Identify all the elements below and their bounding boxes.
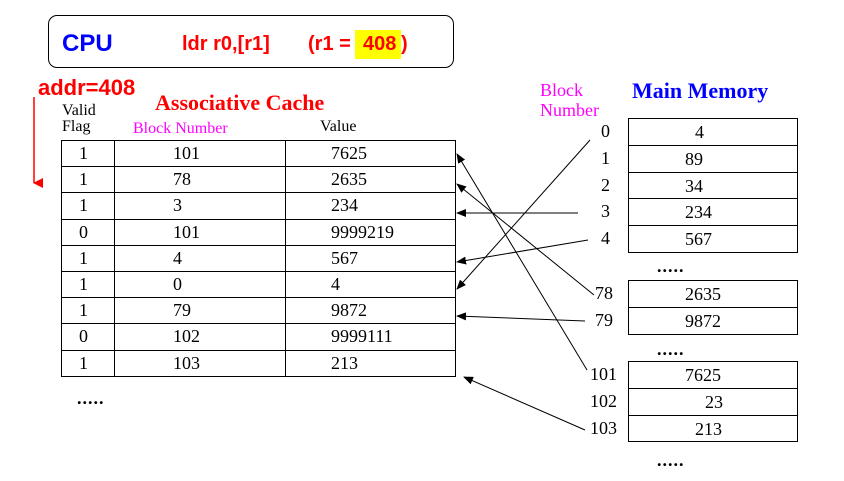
- main-memory-block-number: 79: [595, 309, 613, 330]
- block-number-label: Block Number: [540, 80, 599, 120]
- main-memory-value: 9872: [685, 310, 721, 331]
- main-memory-value: 567: [685, 229, 712, 249]
- main-memory-value: 234: [685, 202, 712, 223]
- main-memory-block-number: 4: [601, 228, 610, 248]
- main-memory-row: 23: [629, 389, 797, 416]
- arrow-block-101: [456, 153, 588, 371]
- valid-flag-line1: Valid: [62, 102, 96, 119]
- cpu-label: CPU: [62, 30, 113, 57]
- main-memory-ellipsis: .....: [657, 450, 685, 470]
- main-memory-block-number: 101: [590, 364, 617, 384]
- main-memory-row: 7625: [629, 362, 797, 389]
- arrow-block-4: [456, 239, 589, 265]
- valid-flag-cell: 1: [61, 244, 115, 272]
- block-number-header: Block Number: [133, 120, 228, 137]
- main-memory-value: 7625: [685, 365, 721, 385]
- arrow-block-79: [456, 312, 586, 322]
- value-cell: 7625: [285, 139, 456, 168]
- main-memory-block-number: 0: [601, 121, 610, 141]
- main-memory-group: 4 89 34 234 567: [628, 118, 798, 253]
- value-header: Value: [320, 118, 357, 135]
- main-memory-row: 89: [629, 146, 797, 173]
- cache-ellipsis: .....: [77, 388, 105, 408]
- block-number-cell: 79: [114, 297, 286, 325]
- valid-flag-cell: 1: [61, 297, 115, 325]
- arrow-block-0: [456, 139, 591, 290]
- block-number-cell: 0: [114, 270, 286, 299]
- register-suffix: ): [401, 33, 408, 55]
- main-memory-row: 4: [629, 119, 797, 146]
- instruction-text: ldr r0,[r1]: [182, 33, 270, 55]
- main-memory-group: 7625 23 213: [628, 361, 798, 443]
- register-prefix: (r1 =: [308, 33, 351, 55]
- main-memory-block-number: 2: [601, 174, 610, 195]
- main-memory-value: 23: [705, 391, 723, 412]
- main-memory-block-number: 1: [601, 147, 610, 168]
- main-memory-value: 89: [685, 148, 703, 169]
- block-number-line2: Number: [540, 100, 599, 120]
- value-cell: 4: [285, 270, 456, 299]
- valid-flag-cell: 1: [61, 270, 115, 299]
- main-memory-value: 34: [685, 175, 703, 196]
- valid-flag-line2: Flag: [62, 118, 91, 135]
- main-memory-ellipsis: .....: [657, 339, 685, 359]
- value-cell: 9999111: [285, 323, 456, 351]
- main-memory-row: 567: [629, 226, 797, 253]
- value-cell: 567: [285, 244, 456, 272]
- main-memory-value: 2635: [685, 284, 721, 304]
- value-cell: 213: [285, 349, 456, 377]
- block-number-cell: 103: [114, 349, 286, 377]
- value-cell: 9999219: [285, 218, 456, 246]
- valid-flag-cell: 1: [61, 166, 115, 194]
- cache-title: Associative Cache: [155, 90, 325, 115]
- value-cell: 234: [285, 192, 456, 220]
- main-memory-value: 213: [695, 418, 722, 439]
- main-memory-row: 9872: [629, 308, 797, 335]
- main-memory-ellipsis: .....: [657, 256, 685, 276]
- main-memory-block-number: 3: [601, 201, 610, 222]
- register-value-highlight: 408: [355, 30, 401, 59]
- main-memory-value: 4: [695, 122, 704, 142]
- main-memory-row: 234: [629, 199, 797, 226]
- main-memory-row: 34: [629, 173, 797, 200]
- main-memory-block-number: 103: [590, 417, 617, 438]
- main-memory-row: 2635: [629, 281, 797, 308]
- main-memory-block-number: 102: [590, 390, 617, 411]
- arrow-block-78: [456, 183, 595, 296]
- address-label: addr=408: [38, 75, 136, 100]
- block-number-line1: Block: [540, 80, 583, 100]
- arrow-block-103: [463, 376, 586, 431]
- main-memory-row: 213: [629, 416, 797, 443]
- cpu-box: [48, 15, 454, 68]
- main-memory-group: 2635 9872: [628, 280, 798, 335]
- main-memory-block-number: 78: [595, 283, 613, 303]
- block-number-cell: 101: [114, 218, 286, 246]
- valid-flag-header: Valid Flag: [62, 103, 96, 135]
- main-memory-title: Main Memory: [632, 78, 769, 103]
